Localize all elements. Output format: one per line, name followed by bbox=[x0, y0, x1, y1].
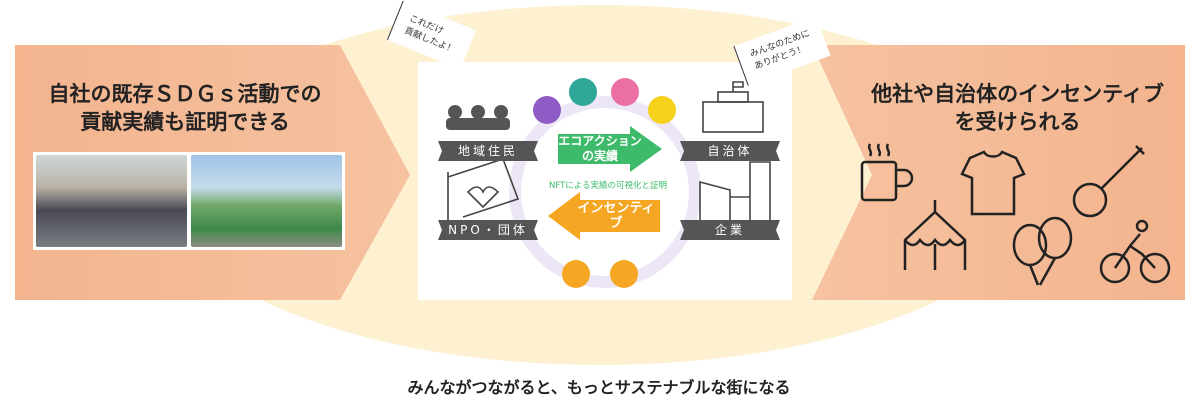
nft-caption: NFTによる実績の可視化と証明 bbox=[548, 181, 668, 191]
title-line: 自社の既存ＳＤＧｓ活動での bbox=[48, 82, 322, 106]
left-panel-title: 自社の既存ＳＤＧｓ活動での 貢献実績も証明できる bbox=[15, 80, 355, 136]
gift-icon bbox=[610, 260, 638, 288]
cycle-ring bbox=[446, 81, 771, 288]
bag-icon bbox=[533, 96, 561, 124]
label-residents: 地域住民 bbox=[438, 141, 538, 161]
arrow-text: インセンティブ bbox=[577, 201, 655, 231]
clothes-icon bbox=[611, 78, 639, 106]
residents-icon bbox=[446, 105, 510, 130]
title-line: 貢献実績も証明できる bbox=[80, 110, 290, 134]
center-diagram: 地域住民 NPO・団体 自治体 企業 エコアクションの実績 NFTによる実績の可… bbox=[418, 62, 792, 300]
lightbulb-icon bbox=[648, 96, 676, 124]
incentive-icons bbox=[860, 143, 1171, 286]
title-line: を受けられる bbox=[954, 110, 1081, 134]
footer-message: みんながつながると、もっとサステナブルな街になる bbox=[407, 378, 791, 397]
cleanup-tools-icon bbox=[569, 78, 597, 106]
arrow-text: の実績 bbox=[581, 149, 618, 163]
coffee-mug-icon bbox=[860, 143, 914, 202]
cleanup-photo-1 bbox=[36, 155, 187, 247]
municipality-building-icon bbox=[702, 81, 764, 133]
t-shirt-icon bbox=[960, 150, 1026, 216]
cyclist-icon bbox=[1099, 219, 1171, 284]
cleanup-photo-2 bbox=[191, 155, 342, 247]
gift-icon bbox=[562, 260, 590, 288]
arrow-text: エコアクション bbox=[558, 134, 642, 148]
title-line: 他社や自治体のインセンティブ bbox=[871, 82, 1164, 106]
right-panel-title: 他社や自治体のインセンティブ を受けられる bbox=[850, 80, 1185, 136]
tent-icon bbox=[903, 200, 967, 270]
label-npo: NPO・団体 bbox=[438, 220, 538, 240]
label-municipality: 自治体 bbox=[680, 141, 780, 161]
balloons-icon bbox=[1012, 216, 1073, 286]
activity-photos bbox=[33, 152, 345, 250]
label-company: 企業 bbox=[680, 220, 780, 240]
banjo-icon bbox=[1072, 145, 1145, 218]
company-buildings-icon bbox=[699, 161, 771, 222]
